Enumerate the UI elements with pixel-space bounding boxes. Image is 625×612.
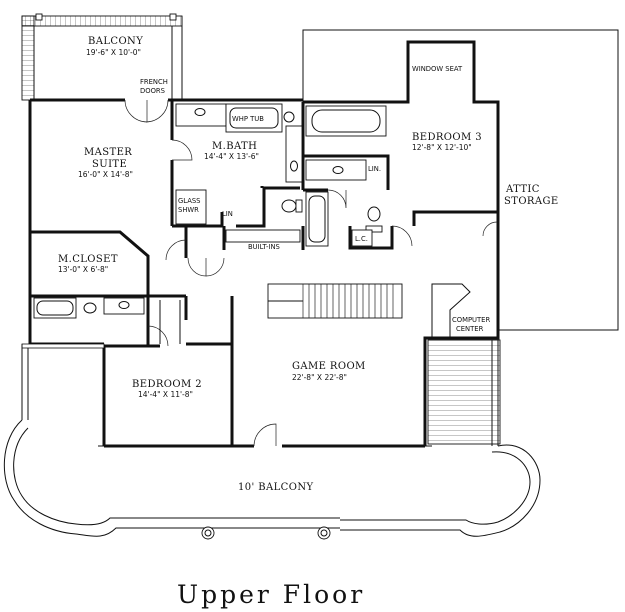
m-bath-dims: 14'-4" X 13'-6" [204, 152, 259, 161]
room-labels: BALCONY 19'-6" X 10'-0" FRENCH DOORS MAS… [58, 36, 559, 609]
computer-center-label-2: CENTER [456, 325, 484, 333]
bottom-balcony-name: 10' BALCONY [238, 482, 313, 493]
m-closet-name: M.CLOSET [58, 254, 118, 265]
m-bath-name: M.BATH [212, 141, 257, 152]
glass-shwr-label-1: GLASS [178, 197, 201, 205]
lc-label: L.C. [355, 235, 368, 243]
built-ins-label: BUILT-INS [248, 243, 280, 251]
m-closet-dims: 13'-0" X 6'-8" [58, 265, 108, 274]
balcony-top-name: BALCONY [88, 36, 143, 47]
top-balcony [21, 13, 183, 101]
master-suite-name-2: SUITE [92, 159, 127, 170]
bedroom2-dims: 14'-4" X 11'-8" [138, 390, 193, 399]
attic-storage-name-2: STORAGE [504, 196, 559, 207]
french-doors-label-2: DOORS [140, 87, 165, 95]
computer-center-label-1: COMPUTER [452, 316, 490, 324]
game-room-name: GAME ROOM [292, 361, 366, 372]
stair-treads [302, 284, 394, 318]
glass-shwr-label-2: SHWR [178, 206, 199, 214]
window-seat-label: WINDOW SEAT [412, 65, 463, 73]
french-doors-label-1: FRENCH [140, 78, 168, 86]
master-suite-name-1: MASTER [84, 147, 132, 158]
lin-shwr-label: LIN [222, 210, 233, 218]
bedroom3-dims: 12'-8" X 12'-10" [412, 143, 472, 152]
plan-title: Upper Floor [177, 580, 365, 609]
master-suite-dims: 16'-0" X 14'-8" [78, 170, 133, 179]
doors [124, 99, 498, 447]
attic-storage-area [302, 29, 619, 331]
left-deck [21, 343, 105, 420]
bedroom2-name: BEDROOM 2 [132, 379, 202, 390]
bottom-balcony [3, 419, 541, 540]
bedroom3-name: BEDROOM 3 [412, 132, 482, 143]
game-room-dims: 22'-8" X 22'-8" [292, 373, 347, 382]
walls [28, 40, 500, 448]
whp-tub-label: WHP TUB [232, 115, 264, 123]
right-deck-stairs [427, 339, 501, 446]
balcony-top-dims: 19'-6" X 10'-0" [86, 48, 141, 57]
fixtures [33, 103, 471, 344]
lin-bed3-label: LIN. [368, 165, 381, 173]
attic-storage-name-1: ATTIC [505, 184, 540, 195]
